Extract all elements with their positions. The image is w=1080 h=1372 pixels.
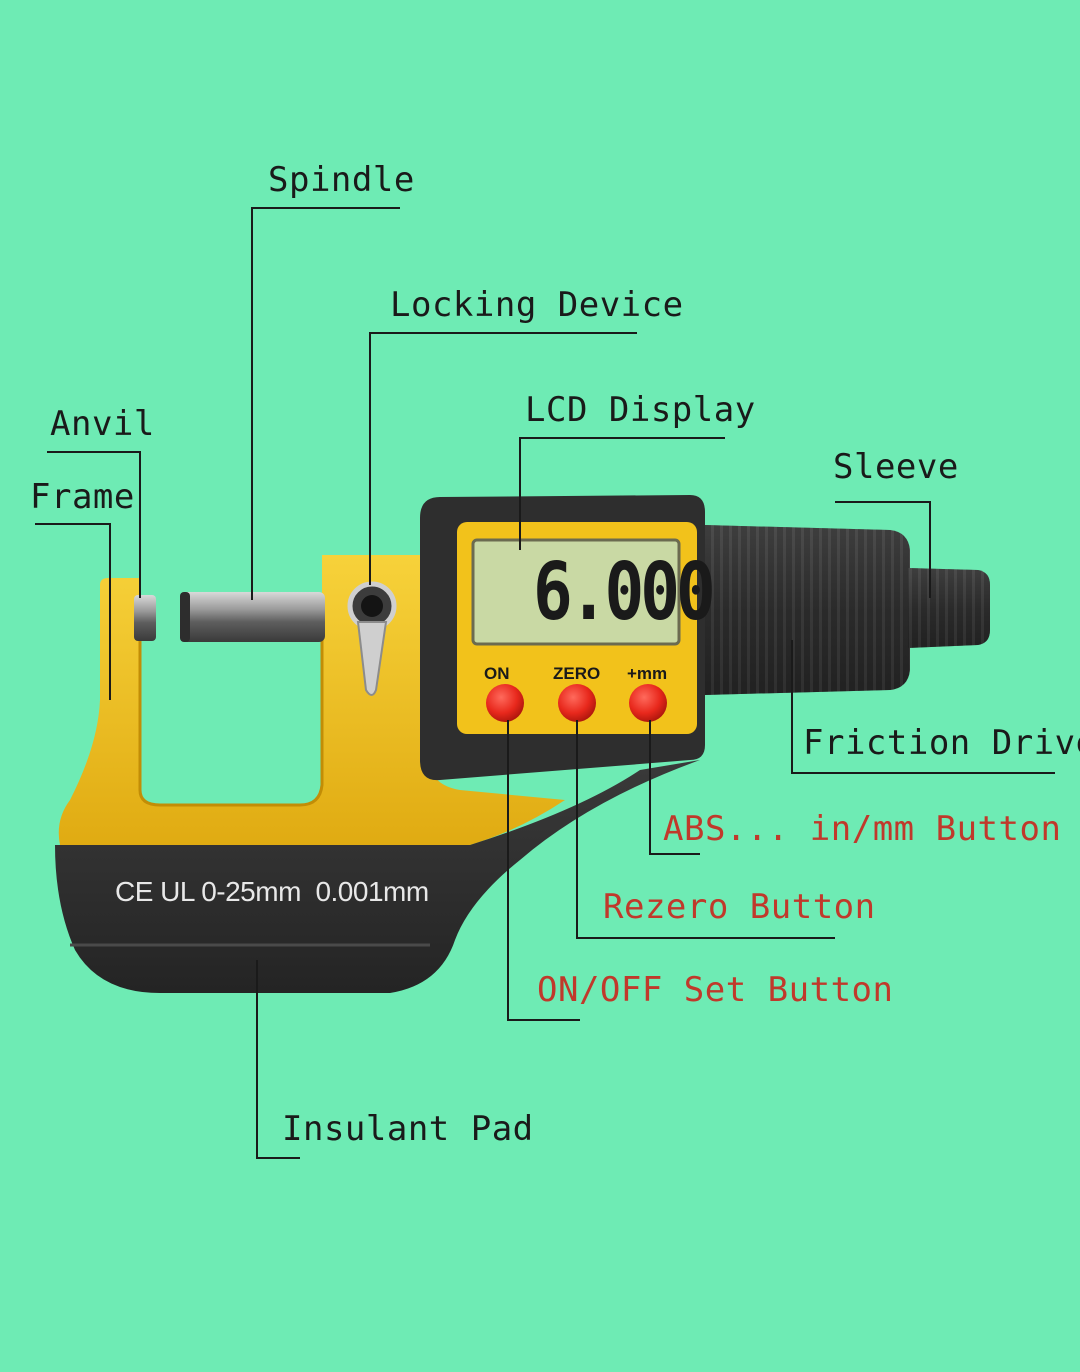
insulant-pad-leader bbox=[256, 960, 300, 1159]
zero-button-label: ZERO bbox=[553, 664, 601, 683]
label-anvil: Anvil bbox=[50, 404, 155, 444]
label-frame: Frame bbox=[30, 477, 135, 517]
label-rezero-button: Rezero Button bbox=[603, 887, 876, 927]
insulant-pad-body bbox=[55, 760, 700, 993]
onoff-button-leader bbox=[507, 720, 580, 1021]
spindle-rod bbox=[180, 592, 325, 642]
mm-button[interactable] bbox=[629, 684, 667, 722]
on-button[interactable] bbox=[486, 684, 524, 722]
lcd-screen bbox=[471, 538, 681, 646]
locking-device-leader bbox=[369, 332, 637, 585]
label-abs-button: ABS... in/mm Button bbox=[663, 809, 1062, 849]
mm-button-label: +mm bbox=[627, 664, 668, 683]
label-lcd-display: LCD Display bbox=[525, 390, 756, 430]
on-button-label: ON bbox=[484, 664, 510, 683]
rezero-button-leader bbox=[576, 720, 835, 939]
spindle-leader bbox=[251, 207, 400, 600]
zero-button[interactable] bbox=[558, 684, 596, 722]
frame-marking: CE UL 0-25mm 0.001mm bbox=[115, 876, 429, 907]
callout-lines bbox=[35, 207, 1055, 1159]
frame-leader bbox=[35, 523, 111, 700]
label-onoff-button: ON/OFF Set Button bbox=[537, 970, 894, 1010]
abs-button-leader bbox=[649, 720, 700, 855]
sleeve-leader bbox=[835, 501, 931, 598]
label-locking-device: Locking Device bbox=[390, 285, 684, 325]
label-spindle: Spindle bbox=[268, 160, 415, 200]
lcd-reading: 6.000 bbox=[533, 545, 716, 639]
friction-drive-leader bbox=[791, 640, 1055, 774]
label-sleeve: Sleeve bbox=[833, 447, 959, 487]
anvil-leader bbox=[47, 451, 141, 598]
anvil-rod bbox=[134, 595, 156, 641]
label-insulant-pad: Insulant Pad bbox=[282, 1109, 534, 1149]
lcd-display-leader bbox=[519, 437, 725, 550]
label-friction-drive: Friction Drive bbox=[803, 723, 1080, 763]
